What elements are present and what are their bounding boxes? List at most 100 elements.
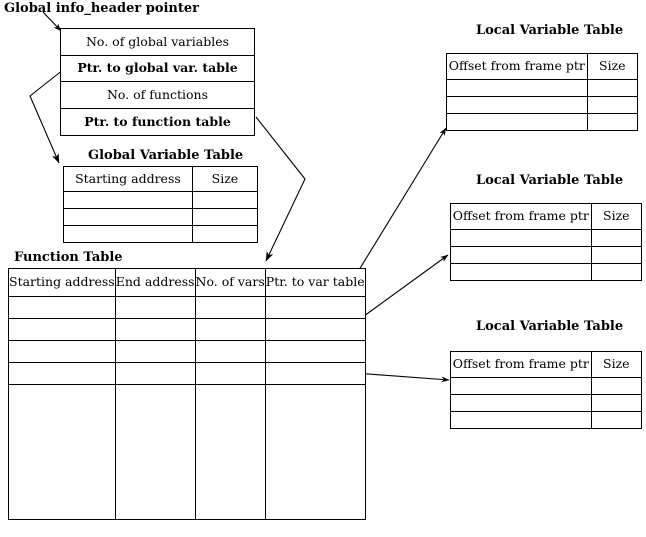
cell-ptr-to-var-table bbox=[264, 340, 366, 363]
local-variable-table-2: Offset from frame ptr Size bbox=[450, 203, 643, 281]
cell-size bbox=[586, 79, 639, 97]
column-header-size: Size bbox=[586, 53, 639, 80]
table-header-row: Offset from frame ptr Size bbox=[450, 203, 643, 230]
table-row-trailing bbox=[8, 384, 366, 520]
column-header-no-of-vars: No. of vars bbox=[194, 268, 266, 297]
local-variable-table-3: Offset from frame ptr Size bbox=[450, 351, 643, 429]
cell-offset-from-frame-ptr bbox=[450, 263, 592, 281]
table-row bbox=[450, 377, 643, 395]
cell-offset-from-frame-ptr bbox=[450, 246, 592, 264]
local-variable-table-1-title: Local Variable Table bbox=[476, 23, 624, 38]
cell-ptr-to-var-table bbox=[264, 362, 366, 385]
cell-offset-from-frame-ptr bbox=[446, 113, 588, 131]
cell-starting-address bbox=[8, 340, 116, 363]
table-header-row: Offset from frame ptr Size bbox=[446, 53, 639, 80]
column-header-size: Size bbox=[191, 166, 259, 192]
cell-size bbox=[590, 394, 643, 412]
table-row bbox=[446, 113, 639, 131]
info-header-row: No. of global variables bbox=[60, 28, 255, 56]
cell-size bbox=[590, 411, 643, 429]
local-variable-table-1: Offset from frame ptr Size bbox=[446, 53, 639, 131]
cell-starting-address bbox=[63, 191, 193, 209]
local-variable-table-3-title: Local Variable Table bbox=[476, 319, 624, 334]
global-variable-table-title: Global Variable Table bbox=[88, 148, 244, 163]
cell-ptr-to-var-table bbox=[264, 318, 366, 341]
cell-starting-address bbox=[63, 225, 193, 243]
cell-size bbox=[590, 377, 643, 395]
info-header-block: No. of global variables Ptr. to global v… bbox=[60, 28, 255, 136]
cell-offset-from-frame-ptr bbox=[450, 394, 592, 412]
cell-size bbox=[590, 246, 643, 264]
column-header-offset-from-frame-ptr: Offset from frame ptr bbox=[450, 203, 592, 230]
info-header-field-no-of-global-variables: No. of global variables bbox=[60, 28, 255, 56]
cell-no-of-vars bbox=[194, 318, 266, 341]
cell-size bbox=[191, 208, 259, 226]
cell-starting-address bbox=[8, 318, 116, 341]
table-header-row: Starting address End address No. of vars… bbox=[8, 268, 366, 297]
cell-end-address bbox=[114, 362, 196, 385]
cell-end-address bbox=[114, 296, 196, 319]
table-row bbox=[450, 394, 643, 412]
cell-no-of-vars bbox=[194, 296, 266, 319]
cell-size bbox=[590, 229, 643, 247]
arrow-globalptr-to-gvt bbox=[29, 61, 74, 164]
cell-offset-from-frame-ptr bbox=[450, 411, 592, 429]
column-header-starting-address: Starting address bbox=[63, 166, 193, 192]
cell-starting-address bbox=[8, 384, 116, 520]
cell-no-of-vars bbox=[194, 340, 266, 363]
cell-end-address bbox=[114, 318, 196, 341]
global-variable-table: Starting address Size bbox=[63, 166, 259, 243]
cell-offset-from-frame-ptr bbox=[446, 96, 588, 114]
function-table-title: Function Table bbox=[14, 250, 123, 265]
table-row bbox=[8, 296, 366, 319]
column-header-size: Size bbox=[590, 351, 643, 378]
table-row bbox=[450, 229, 643, 247]
arrow-label-to-info-header bbox=[42, 11, 62, 32]
table-row bbox=[450, 263, 643, 281]
cell-starting-address bbox=[63, 208, 193, 226]
cell-no-of-vars bbox=[194, 384, 266, 520]
column-header-offset-from-frame-ptr: Offset from frame ptr bbox=[450, 351, 592, 378]
cell-size bbox=[590, 263, 643, 281]
column-header-starting-address: Starting address bbox=[8, 268, 116, 297]
table-header-row: Starting address Size bbox=[63, 166, 259, 192]
arrow-funcptr-to-function-table bbox=[255, 116, 306, 262]
global-info-header-pointer-label: Global info_header pointer bbox=[4, 1, 199, 16]
cell-end-address bbox=[114, 340, 196, 363]
info-header-field-no-of-functions: No. of functions bbox=[60, 81, 255, 110]
column-header-offset-from-frame-ptr: Offset from frame ptr bbox=[446, 53, 588, 80]
info-header-row: Ptr. to global var. table bbox=[60, 54, 255, 83]
cell-starting-address bbox=[8, 296, 116, 319]
column-header-size: Size bbox=[590, 203, 643, 230]
table-row bbox=[450, 411, 643, 429]
cell-offset-from-frame-ptr bbox=[450, 229, 592, 247]
local-variable-table-2-title: Local Variable Table bbox=[476, 173, 624, 188]
info-header-field-ptr-to-function-table: Ptr. to function table bbox=[60, 108, 255, 136]
cell-ptr-to-var-table bbox=[264, 384, 366, 520]
cell-starting-address bbox=[8, 362, 116, 385]
table-row bbox=[8, 362, 366, 385]
table-row bbox=[63, 191, 259, 209]
cell-ptr-to-var-table bbox=[264, 296, 366, 319]
cell-size bbox=[586, 113, 639, 131]
info-header-field-ptr-to-global-var-table: Ptr. to global var. table bbox=[60, 54, 255, 83]
cell-end-address bbox=[114, 384, 196, 520]
table-row bbox=[8, 340, 366, 363]
info-header-row: No. of functions bbox=[60, 81, 255, 110]
cell-size bbox=[191, 191, 259, 209]
cell-no-of-vars bbox=[194, 362, 266, 385]
cell-size bbox=[586, 96, 639, 114]
table-row bbox=[63, 225, 259, 243]
info-header-row: Ptr. to function table bbox=[60, 108, 255, 136]
column-header-ptr-to-var-table: Ptr. to var table bbox=[264, 268, 366, 297]
table-header-row: Offset from frame ptr Size bbox=[450, 351, 643, 378]
table-row bbox=[446, 96, 639, 114]
table-row bbox=[450, 246, 643, 264]
cell-size bbox=[191, 225, 259, 243]
cell-offset-from-frame-ptr bbox=[450, 377, 592, 395]
table-row bbox=[8, 318, 366, 341]
function-table: Starting address End address No. of vars… bbox=[8, 268, 366, 520]
cell-offset-from-frame-ptr bbox=[446, 79, 588, 97]
table-row bbox=[446, 79, 639, 97]
